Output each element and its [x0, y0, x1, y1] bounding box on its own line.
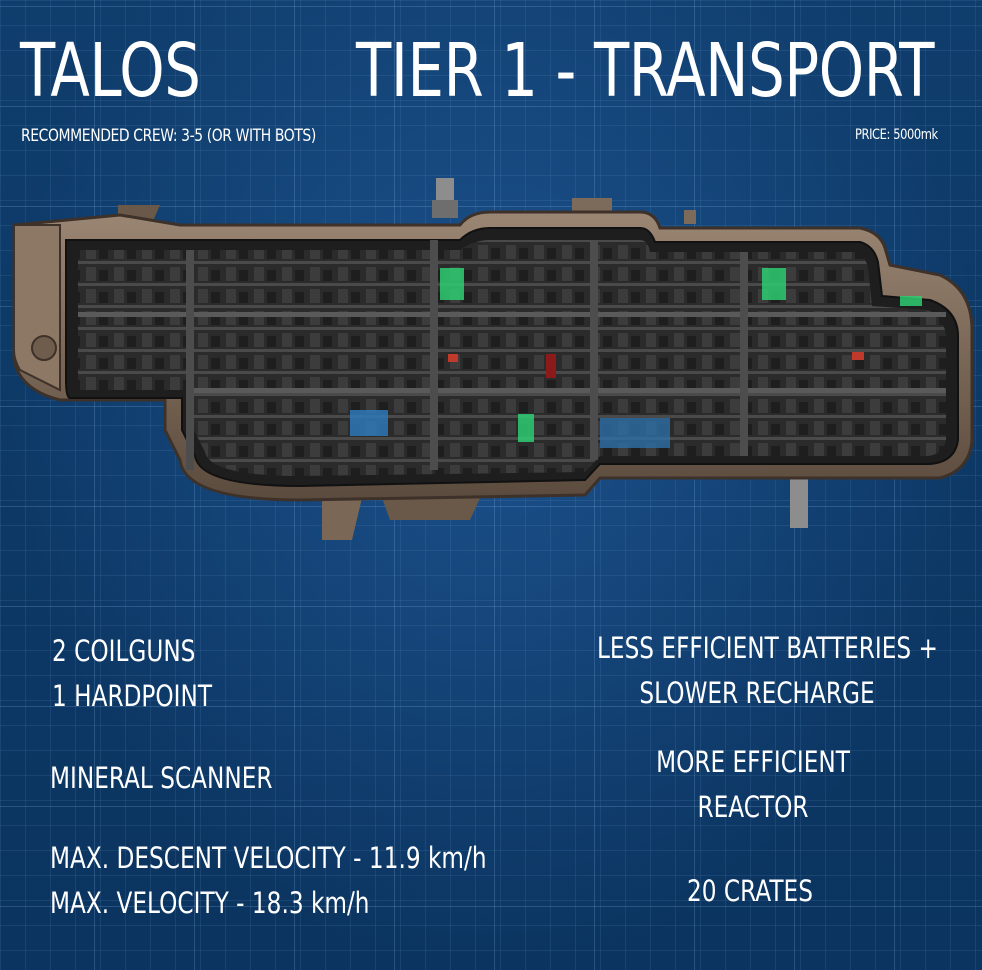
ship-price: PRICE: 5000mk — [855, 127, 938, 143]
bottom-fins — [322, 478, 808, 540]
hull — [12, 210, 974, 502]
recommended-crew: RECOMMENDED CREW: 3-5 (OR WITH BOTS) — [21, 126, 316, 146]
green-panels — [440, 268, 922, 442]
feature-reactor-line1: MORE EFFICIENT — [656, 745, 850, 779]
red-markers — [448, 352, 864, 378]
ship-tier-title: TIER 1 - TRANSPORT — [356, 28, 935, 114]
ship-name: TALOS — [20, 28, 201, 114]
feature-hardpoint: 1 HARDPOINT — [52, 679, 213, 713]
feature-batteries-line1: LESS EFFICIENT BATTERIES + — [597, 631, 938, 665]
feature-reactor-line2: REACTOR — [697, 790, 809, 824]
feature-max-velocity: MAX. VELOCITY - 18.3 km/h — [50, 886, 370, 920]
feature-coilguns: 2 COILGUNS — [52, 634, 196, 668]
feature-crates: 20 CRATES — [687, 874, 813, 908]
feature-mineral-scanner: MINERAL SCANNER — [50, 761, 273, 795]
feature-descent-velocity: MAX. DESCENT VELOCITY - 11.9 km/h — [50, 841, 487, 875]
feature-batteries-line2: SLOWER RECHARGE — [639, 676, 875, 710]
